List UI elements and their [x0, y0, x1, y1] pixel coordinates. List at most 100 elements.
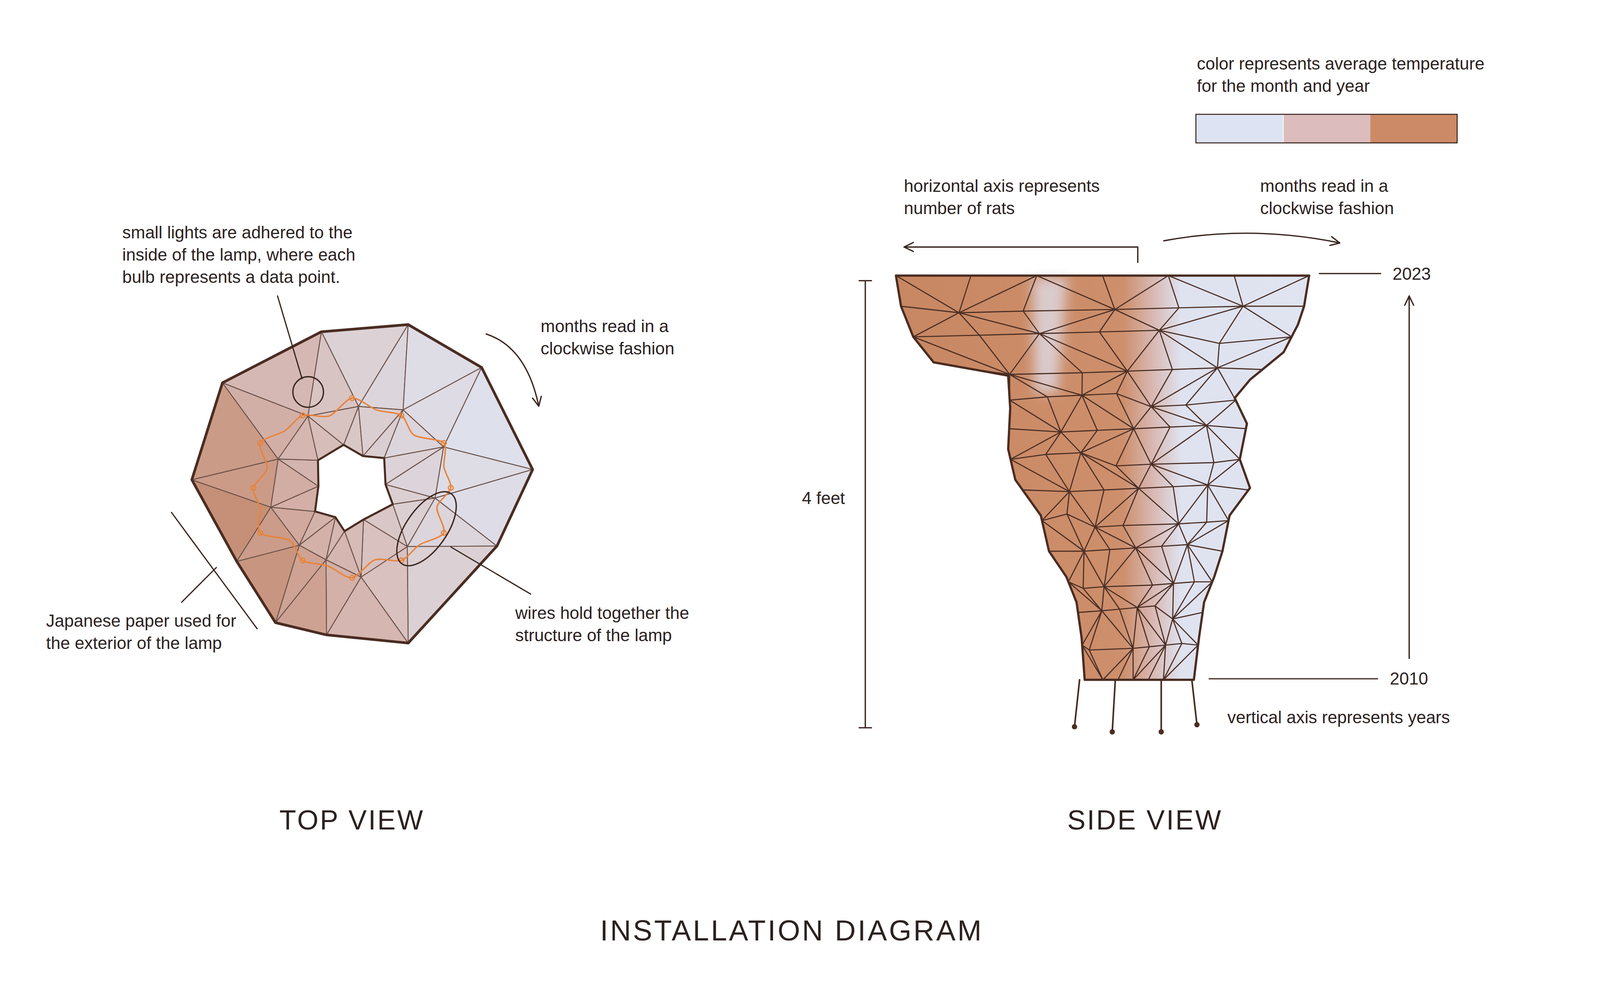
- wire-edge: [1155, 605, 1166, 645]
- wire-edge: [1082, 371, 1128, 373]
- wire-edge: [1217, 367, 1236, 401]
- wire-edge: [1041, 491, 1070, 521]
- wire-edge: [1069, 489, 1105, 492]
- wire-edge: [1137, 605, 1155, 608]
- wire-edge: [1242, 306, 1292, 337]
- wire-edge: [1206, 484, 1208, 522]
- wire-edge: [1151, 406, 1207, 426]
- wire-edge: [1165, 618, 1173, 645]
- wire-edge: [1039, 333, 1128, 372]
- wire-edge: [1161, 523, 1179, 547]
- wire-edge: [1119, 607, 1138, 609]
- leg-foot: [1158, 728, 1165, 735]
- wire-edge: [913, 335, 980, 337]
- wire-edge: [1159, 330, 1220, 343]
- wire-edge: [1217, 336, 1292, 368]
- wire-edge: [1083, 586, 1105, 589]
- wire-edge: [1022, 489, 1070, 492]
- scale-segment: [1370, 114, 1458, 143]
- wire-edge: [1041, 514, 1067, 521]
- wire-edge: [1009, 396, 1048, 400]
- callout-ellipse: [385, 481, 468, 576]
- arrow-head: [1330, 236, 1340, 246]
- wire-edge: [1219, 336, 1292, 344]
- bulb: [257, 530, 263, 536]
- paper-facet: [307, 406, 359, 445]
- wire-edge: [1172, 612, 1203, 619]
- annotation-note: months read in a clockwise fashion: [540, 314, 709, 360]
- wire-edge: [1135, 546, 1162, 548]
- wire-edge: [1217, 367, 1263, 370]
- wire-edge: [1047, 395, 1083, 397]
- lamp-side-outline: [896, 275, 1310, 680]
- wire-edge: [1155, 583, 1174, 606]
- arrow-head: [532, 396, 542, 406]
- wire-edge: [1082, 610, 1102, 645]
- paper-facet: [278, 458, 319, 487]
- wire-edge: [1172, 581, 1213, 619]
- wire-edge: [1207, 462, 1214, 485]
- wire-edge: [1123, 488, 1139, 526]
- temperature-scale: [1196, 114, 1458, 143]
- lamp-outer-edge: [191, 324, 533, 643]
- wire-edge: [1172, 618, 1199, 645]
- paper-facet: [307, 331, 359, 417]
- wire-edge: [1178, 523, 1188, 545]
- wire-edge: [1039, 309, 1115, 334]
- wire-edge: [1168, 275, 1179, 308]
- wire-edge: [1009, 400, 1061, 433]
- wire-edge: [1173, 581, 1195, 584]
- wire-edge: [1127, 330, 1160, 371]
- wire-edge: [901, 306, 959, 313]
- wire-edge: [1069, 452, 1081, 492]
- wire-edge: [1159, 330, 1173, 370]
- wire-edge: [1149, 644, 1166, 647]
- wire-edge: [958, 312, 1040, 334]
- wire-edge: [1151, 405, 1186, 407]
- wire-edge: [1206, 425, 1240, 460]
- wire-edge: [1045, 432, 1061, 455]
- wire-edge: [1185, 367, 1218, 406]
- wire-edge: [1060, 430, 1098, 432]
- wire-edge: [1101, 586, 1105, 611]
- wire-edge: [1047, 396, 1061, 433]
- wire-edge: [1045, 454, 1070, 492]
- wire-edge: [1133, 607, 1138, 649]
- clockwise-arrow: [485, 333, 539, 406]
- paper-facet: [358, 324, 409, 410]
- scale-border: [1196, 114, 1458, 143]
- wire-edge: [1187, 522, 1207, 545]
- bulb: [349, 575, 355, 581]
- wire-edge: [979, 333, 1040, 336]
- wire-edge: [958, 275, 1037, 313]
- wire-edge: [1138, 464, 1152, 489]
- wire-edge: [1080, 452, 1104, 490]
- wire-edge: [1010, 432, 1061, 460]
- wire-edge: [1138, 486, 1174, 489]
- wire-edge: [1172, 581, 1195, 619]
- wire-edge: [1103, 586, 1120, 609]
- lamp-leg: [1160, 679, 1163, 732]
- wire-edge: [958, 275, 971, 313]
- wire-edge: [1178, 522, 1207, 524]
- wire-edge: [1083, 551, 1104, 587]
- wire-edge: [1069, 491, 1095, 527]
- wire-edge: [1133, 406, 1152, 429]
- wire-edge: [1066, 491, 1070, 514]
- bulb: [257, 440, 263, 446]
- wire-edge: [1039, 333, 1083, 373]
- wire-edge: [1172, 583, 1174, 619]
- wire-edge: [1172, 618, 1182, 644]
- wire-edge: [1163, 644, 1166, 680]
- wire-edge: [1137, 584, 1153, 608]
- wire-edge: [1082, 393, 1117, 395]
- lamp-side-body: [896, 275, 1310, 680]
- wire-edge: [1083, 588, 1102, 611]
- scale-segment: [1196, 114, 1284, 143]
- lamp-leg: [1074, 679, 1080, 727]
- wire-edge: [1159, 306, 1243, 331]
- wire-edge: [1009, 428, 1061, 432]
- wire-edge: [1010, 454, 1046, 460]
- wire-edge: [1066, 514, 1095, 527]
